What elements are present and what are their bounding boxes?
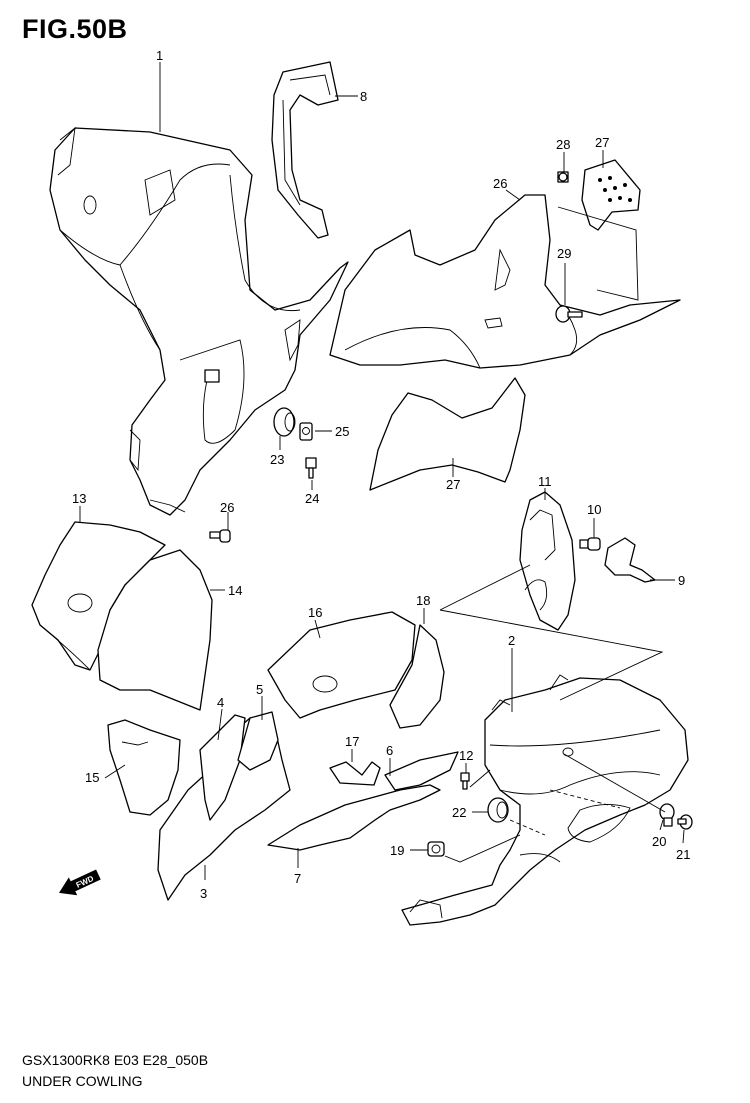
callout-23: 25 <box>335 424 349 439</box>
part-15-side-piece[interactable] <box>107 719 181 816</box>
callout-11: 11 <box>538 474 552 489</box>
model-code: GSX1300RK8 E03 E28_050B <box>22 1052 209 1068</box>
callout-3: 3 <box>200 886 207 901</box>
fwd-arrow-icon: FWD <box>59 869 101 896</box>
part-8-bracket[interactable] <box>271 61 339 239</box>
fwd-label: FWD <box>75 874 96 890</box>
callout-19: 19 <box>390 843 404 858</box>
callout-6: 6 <box>386 743 393 758</box>
part-1-inner-cowling[interactable] <box>49 126 349 516</box>
part-9-bracket[interactable] <box>604 537 656 583</box>
part-13-cover[interactable] <box>31 521 166 671</box>
callout-16: 16 <box>308 605 322 620</box>
callout-18: 18 <box>416 593 430 608</box>
part-20-nut[interactable] <box>659 803 675 827</box>
part-30-screw[interactable] <box>555 305 583 323</box>
callout-15: 15 <box>85 770 99 785</box>
part-23-clip-nut[interactable] <box>299 422 313 441</box>
part-25-screw[interactable] <box>209 529 231 543</box>
part-17-piece[interactable] <box>329 761 381 786</box>
part-7-panel[interactable] <box>267 784 441 851</box>
part-29-screw[interactable] <box>557 171 569 183</box>
callout-7: 7 <box>294 871 301 886</box>
part-5-strip[interactable] <box>237 711 279 771</box>
callout-2: 2 <box>508 633 515 648</box>
part-28-bracket[interactable] <box>581 159 641 231</box>
assembly-guide-lines <box>439 206 666 863</box>
part-24-screw[interactable] <box>305 457 317 479</box>
callout-12: 12 <box>459 748 473 763</box>
callout-27: 27 <box>446 477 460 492</box>
callout-14: 14 <box>228 583 242 598</box>
callout-8: 8 <box>360 89 367 104</box>
part-10-screw[interactable] <box>579 537 601 551</box>
callout-22-upper: 23 <box>270 452 284 467</box>
callout-9: 9 <box>678 573 685 588</box>
callout-25: 26 <box>220 500 234 515</box>
part-18-strip[interactable] <box>389 624 445 729</box>
callout-21: 21 <box>676 847 690 862</box>
part-16-cover[interactable] <box>267 611 416 719</box>
callout-leaders <box>79 62 685 880</box>
callout-17: 17 <box>345 734 359 749</box>
figure-title: FIG.50B <box>22 14 128 44</box>
part-4-strip[interactable] <box>199 714 246 821</box>
callout-13: 13 <box>72 491 86 506</box>
callout-10: 10 <box>587 502 601 517</box>
callout-29: 28 <box>556 137 570 152</box>
callout-5: 5 <box>256 682 263 697</box>
callout-1: 1 <box>156 48 163 63</box>
callout-20: 20 <box>652 834 666 849</box>
part-6-strip[interactable] <box>384 751 459 791</box>
part-22-grommet-lower[interactable] <box>487 797 509 823</box>
callout-26: 26 <box>493 176 507 191</box>
part-21-screw[interactable] <box>677 814 693 830</box>
callout-30: 29 <box>557 246 571 261</box>
part-11-cover[interactable] <box>519 491 576 631</box>
callout-28: 27 <box>595 135 609 150</box>
figure-name: UNDER COWLING <box>22 1073 143 1089</box>
callout-numbers: 1 8 28 27 26 29 25 23 24 26 27 11 10 9 1… <box>72 48 690 901</box>
part-26-side-cowling[interactable] <box>329 194 681 369</box>
callout-4: 4 <box>217 695 224 710</box>
part-14-panel[interactable] <box>97 549 213 711</box>
part-12-screw[interactable] <box>460 772 470 790</box>
part-27-insulator[interactable] <box>369 377 526 491</box>
callout-24: 24 <box>305 491 319 506</box>
part-22-grommet-upper[interactable] <box>273 407 296 437</box>
part-2-lower-cowling[interactable] <box>401 674 689 926</box>
part-19-nut[interactable] <box>427 841 445 857</box>
callout-22-lower: 22 <box>452 805 466 820</box>
